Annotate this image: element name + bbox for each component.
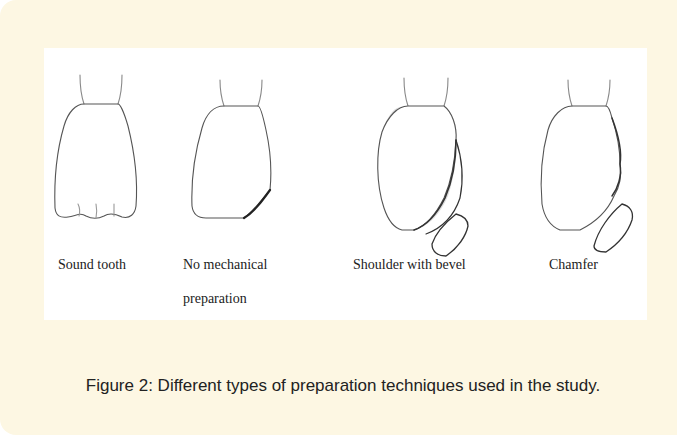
figure-caption: Figure 2: Different types of preparation… — [28, 372, 658, 399]
chamfer-tooth — [541, 80, 632, 252]
unprepared-tooth — [192, 80, 271, 218]
shoulder-bevel-tooth — [378, 78, 468, 256]
preparation-label: No mechanical preparation — [183, 248, 303, 316]
figure-box — [44, 48, 647, 320]
sound-tooth — [55, 75, 137, 218]
preparation-label: Sound tooth — [58, 248, 168, 282]
preparation-label: Chamfer — [549, 248, 639, 282]
preparation-label: Shoulder with bevel — [353, 248, 513, 282]
